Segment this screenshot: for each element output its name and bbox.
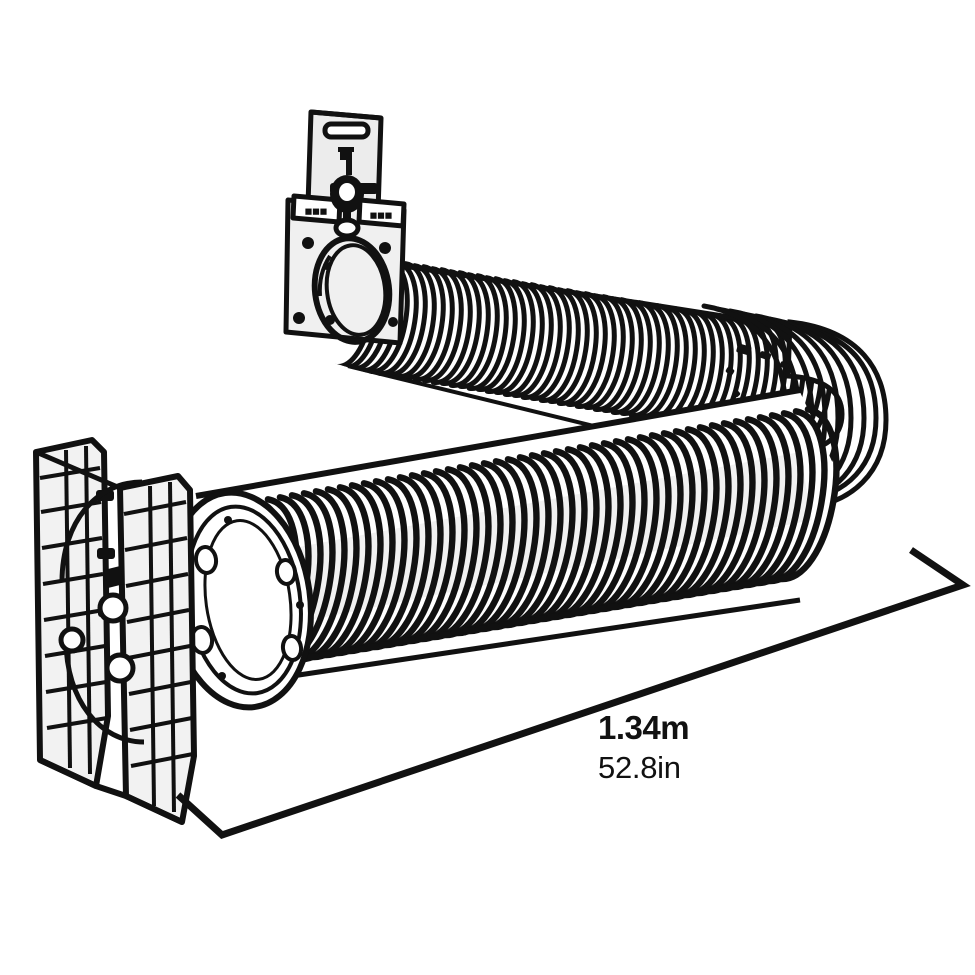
bracket-screw-holes [293,237,398,327]
end-flange-plate [33,437,314,825]
flange-vent-outline [59,479,145,745]
front-lattice-ribs [123,481,194,813]
up-arrow-emboss-icon [338,147,354,175]
svg-text:◼◼◼: ◼◼◼ [370,210,392,220]
dimension-imperial-label: 52.8in [598,750,681,785]
bracket-collar-ring [311,235,393,345]
flange-notch [104,566,124,588]
svg-text:◼◼◼: ◼◼◼ [305,206,327,216]
dimension-leader-line [175,547,971,839]
lower-hose-run [190,387,848,740]
latch-knob [330,175,364,239]
duct-collar [166,489,314,711]
hook-tab-right-icon: ◼◼◼ [356,197,407,229]
flange-vent-holes [58,592,136,684]
wall-mount-bracket: ◼◼◼ ◼◼◼ [283,109,407,346]
dimension-metric-label: 1.34m [598,709,690,746]
keyhole-slot-icon [322,121,371,140]
